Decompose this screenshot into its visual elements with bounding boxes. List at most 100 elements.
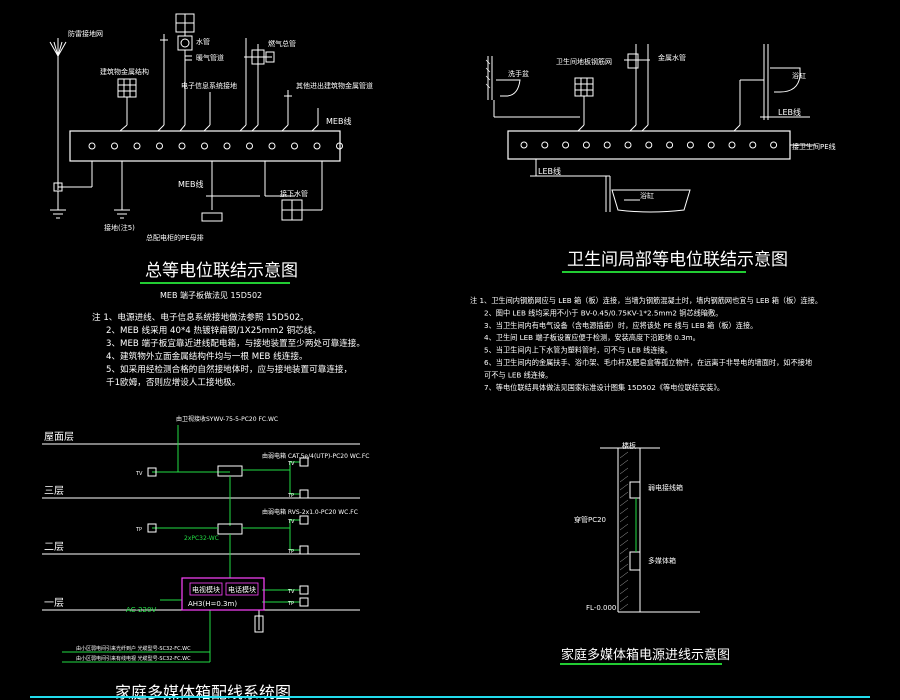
incoming-fiber-label: 由小区弱电间引来光纤到户 光缆型号-SC32-FC.WC	[76, 645, 191, 652]
riser-floor-label: FL-0.000	[586, 604, 616, 612]
outlet-label: TV	[287, 461, 295, 467]
note-line: 3、MEB 端子板宜靠近进线配电箱，与接地装置至少两处可靠连接。	[106, 337, 365, 349]
riser-title: 家庭多媒体箱电源进线示意图	[561, 647, 730, 663]
outlet-symbol	[299, 457, 309, 467]
note-line: 4、建筑物外立面金属结构件均与一根 MEB 线连接。	[106, 350, 308, 362]
leb-terminal-holes	[520, 141, 778, 149]
ground-label: 接地(注5)	[104, 223, 135, 232]
outlet-label: TV	[135, 471, 143, 477]
floor-mesh-icon	[574, 77, 594, 132]
meb-bottom-leads	[114, 161, 323, 222]
leb-terminal-hole	[645, 141, 653, 149]
note-line: 7、等电位联结具体做法见国家标准设计图集 15D502《等电位联结安装》。	[484, 383, 724, 392]
wall-hatch-left	[485, 59, 491, 89]
meb-terminal-hole	[88, 142, 96, 150]
pe-bus-label: 总配电柜的PE母排	[146, 233, 204, 242]
leb-terminal-hole	[603, 141, 611, 149]
metal-pipe-lead	[281, 90, 292, 132]
riser-box1-label: 弱电接线箱	[648, 483, 683, 492]
outlet-symbol	[299, 515, 309, 525]
note-line: 4、卫生间 LEB 端子板设置应便于检测，安装高度下沿距地 0.3m。	[484, 333, 700, 342]
antenna-icon	[49, 38, 93, 219]
hatch-stroke	[619, 483, 629, 491]
leb-terminal-hole	[666, 141, 674, 149]
riser-top-label: 楼板	[622, 441, 636, 450]
gas-main-label: 燃气总管	[268, 39, 296, 48]
phone-module	[225, 582, 259, 596]
media-box	[181, 577, 265, 611]
hatch-stroke	[619, 547, 629, 555]
note-line: 5、如采用经检测合格的自然接地体时，应与接地装置可靠连接，	[106, 363, 352, 375]
tv-cable-label: 由弱电箱 RVS-2x1.0-PC20 WC.FC	[262, 508, 358, 516]
hatch-stroke	[619, 499, 629, 507]
floor-label: 三层	[44, 485, 64, 497]
antenna-cable-label: 由卫视接收SYWV-75-5-PC20 FC.WC	[176, 415, 278, 423]
leb-notes: 注 1、卫生间内钢筋网应与 LEB 箱（板）连接，当墙为钢筋混凝土时，墙内钢筋网…	[470, 296, 822, 392]
note-line: 3、当卫生间内有电气设备（含电源插座）时，应将该处 PE 线与 LEB 箱（板）…	[484, 321, 757, 330]
hatch-stroke	[619, 491, 629, 499]
hatch-stroke	[619, 467, 629, 475]
meb-terminal-hole	[178, 142, 186, 150]
outlet-label: TP	[287, 601, 294, 607]
leb-terminal-hole	[624, 141, 632, 149]
meb-terminal-hole	[111, 142, 118, 150]
metal-water-pipe-label: 金属水管	[658, 53, 686, 62]
outlet-label: TP	[135, 527, 142, 533]
hatch-stroke	[619, 579, 629, 587]
hatch-stroke	[619, 451, 629, 459]
gas-valve-icon	[239, 38, 275, 132]
outlet-symbol	[147, 523, 157, 533]
leb-terminal-hole	[707, 141, 715, 149]
leb-terminal-hole	[520, 141, 528, 149]
hatch-stroke	[619, 475, 629, 483]
riser-wall-hatch	[619, 451, 629, 611]
outlet-label: TP	[287, 493, 294, 499]
leb-terminal-hole	[686, 141, 694, 149]
water-pipe-label: 水管	[196, 37, 210, 46]
window-grid-icon	[117, 78, 137, 132]
meb-notes: 注 1、电源进线、电子信息系统接地做法参照 15D502。2、MEB 线采用 4…	[92, 311, 365, 388]
meb-title: 总等电位联结示意图	[145, 261, 298, 281]
heating-pipe-label: 暖气管道	[196, 53, 224, 62]
meb-line-top	[311, 108, 319, 132]
hatch-stroke	[619, 603, 629, 611]
media-box-sub-label: AH3(H=0.3m)	[188, 600, 237, 608]
meb-terminal-hole	[268, 142, 276, 150]
leb-terminal-hole	[562, 141, 570, 149]
meb-terminal-hole	[336, 142, 343, 150]
phone-module-label: 电话模块	[228, 585, 256, 594]
hatch-stroke	[619, 515, 629, 523]
telecom-ground-lead	[203, 92, 211, 132]
meb-terminal-hole	[156, 142, 163, 150]
tv-module	[189, 582, 223, 596]
system-wiring	[62, 425, 300, 663]
meb-terminal-holes	[88, 142, 343, 150]
leb-terminal-hole	[541, 141, 549, 149]
meb-line-label: MEB线	[326, 116, 351, 126]
leb-line-label: LEB线	[778, 107, 801, 117]
note-line: 注 1、卫生间内钢筋网应与 LEB 箱（板）连接，当墙为钢筋混凝土时，墙内钢筋网…	[470, 296, 822, 305]
outlet-label: TV	[287, 519, 295, 525]
bathtub-icon	[530, 159, 691, 213]
system-title: 家庭多媒体箱配线系统图	[115, 683, 291, 700]
conduit-label: 2xPC32-WC	[184, 535, 219, 542]
outlet-symbol	[299, 545, 309, 555]
network-cable-label: 由弱电箱 CAT.5e/4(UTP)-PC20 WC.FC	[262, 452, 370, 460]
tv-module-label: 电视模块	[192, 585, 220, 594]
hatch-stroke	[619, 595, 629, 603]
note-line: 可不与 LEB 线连接。	[484, 370, 552, 379]
pe-line-label: 接卫生间PE线	[792, 142, 836, 151]
hatch-stroke	[619, 587, 629, 595]
note-line: 5、当卫生间内上下水管为塑料管时，可不与 LEB 线连接。	[484, 346, 672, 355]
outlet-label: TP	[287, 549, 294, 555]
hatch-stroke	[619, 523, 629, 531]
outlet-symbol	[147, 467, 157, 477]
leb-diagram: 洗手盆 卫生间地板钢筋网 金属水管 浴缸 L	[470, 44, 836, 392]
meb-terminal-hole	[313, 142, 321, 150]
toilet-icon	[733, 44, 801, 132]
leb-title: 卫生间局部等电位联结示意图	[567, 250, 788, 270]
floor-label: 二层	[44, 541, 64, 553]
incoming-tv-label: 由小区弱电间引来有线电视 光缆型号-SC32-FC.WC	[76, 655, 191, 662]
